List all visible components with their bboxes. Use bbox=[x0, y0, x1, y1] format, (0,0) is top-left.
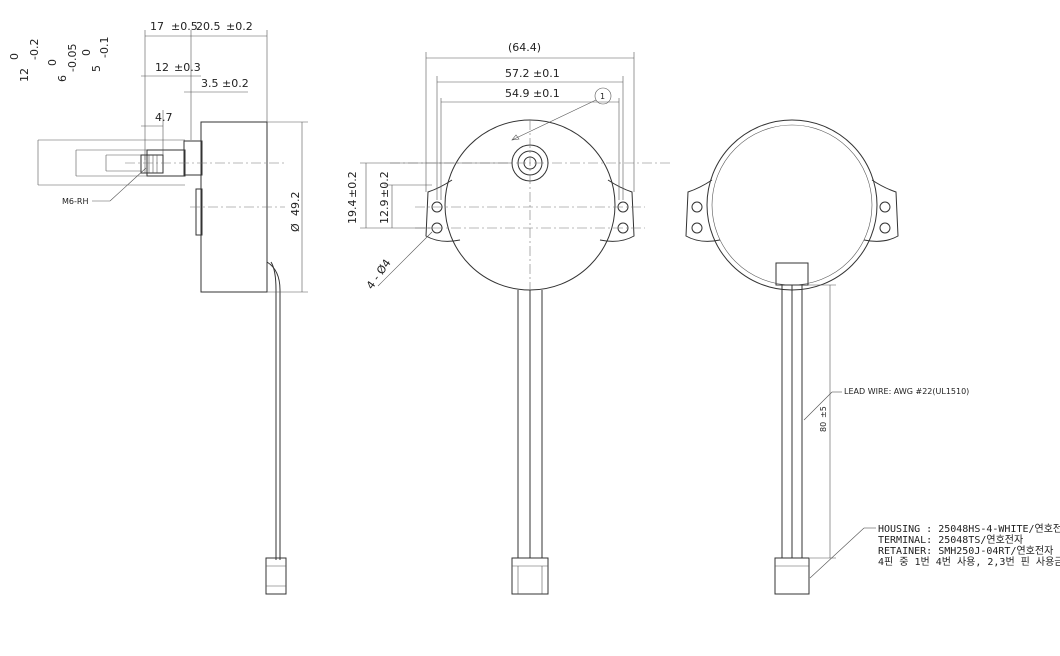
tol-20-5: ±0.2 bbox=[226, 20, 253, 33]
dim-19-4: 19.4 bbox=[346, 200, 359, 225]
balloon-1 bbox=[594, 87, 612, 105]
dim-20-5: 20.5 bbox=[196, 20, 221, 33]
tol-6-upper: 0 bbox=[46, 59, 59, 66]
tol-17: ±0.5 bbox=[171, 20, 198, 33]
tol-5-lower: -0.1 bbox=[98, 37, 111, 58]
note-pin-usage: 4핀 중 1번 4번 사용, 2,3번 핀 사용금지 bbox=[878, 556, 1060, 568]
rear-connector bbox=[774, 557, 810, 595]
front-right-ear bbox=[599, 179, 635, 242]
tol-19-4: ±0.2 bbox=[346, 171, 359, 198]
dim-6-vertical: 6 bbox=[56, 75, 69, 82]
lead-wire-label: LEAD WIRE: AWG #22(UL1510) bbox=[844, 387, 969, 396]
dim-3-5: 3.5 bbox=[201, 77, 219, 90]
tol-5-upper: 0 bbox=[80, 49, 93, 56]
front-connector bbox=[511, 557, 549, 595]
tol-12-upper: 0 bbox=[8, 53, 21, 60]
dim-5-vertical: 5 bbox=[90, 65, 103, 72]
dim-4-7: 4.7 bbox=[155, 111, 173, 124]
side-lead-wire bbox=[266, 261, 281, 560]
rear-hole bbox=[879, 201, 891, 213]
tol-3-5: ±0.2 bbox=[222, 77, 249, 90]
tol-12-9: ±0.2 bbox=[378, 171, 391, 198]
thread-label: M6-RH bbox=[62, 197, 88, 206]
diameter-value: 49.2 bbox=[289, 192, 302, 217]
dim-80: 80 bbox=[819, 422, 828, 432]
tol-54-9: ±0.1 bbox=[533, 87, 560, 100]
tol-12-lower: -0.2 bbox=[28, 39, 41, 60]
tol-80: ±5 bbox=[819, 406, 828, 418]
hole-callout: 4 - Ø4 bbox=[364, 257, 394, 292]
note-retainer: RETAINER: SMH250J-04RT/연호전자 bbox=[878, 545, 1053, 557]
overall-width: (64.4) bbox=[508, 41, 541, 54]
side-connector bbox=[265, 557, 287, 595]
front-view: (64.4) 57.2 ±0.1 54.9 ±0.1 1 19.4 ±0.2 1… bbox=[346, 41, 670, 595]
side-hub bbox=[183, 140, 203, 176]
rear-hole bbox=[691, 222, 703, 234]
tol-12-horizontal: ±0.3 bbox=[174, 61, 201, 74]
note-terminal: TERMINAL: 25048TS/연호전자 bbox=[878, 534, 1023, 546]
dim-17: 17 bbox=[150, 20, 164, 33]
balloon-label: 1 bbox=[600, 92, 605, 101]
rear-hole bbox=[691, 201, 703, 213]
side-view: 17 ±0.5 20.5 ±0.2 12 ±0.3 3.5 ±0.2 4.7 1… bbox=[8, 20, 308, 595]
side-shaft-thread bbox=[140, 154, 164, 174]
dim-12-9: 12.9 bbox=[378, 200, 391, 225]
rear-view: 80 ±5 LEAD WIRE: AWG #22(UL1510) HOUSING… bbox=[685, 119, 1060, 595]
tol-6-lower: -0.05 bbox=[66, 44, 79, 72]
rear-hole bbox=[879, 222, 891, 234]
dim-57-2: 57.2 bbox=[505, 67, 530, 80]
dim-12-horizontal: 12 bbox=[155, 61, 169, 74]
note-housing: HOUSING : 25048HS-4-WHITE/연호전자 bbox=[878, 523, 1060, 535]
front-left-ear bbox=[425, 179, 461, 242]
connector-notes: HOUSING : 25048HS-4-WHITE/연호전자 TERMINAL:… bbox=[878, 523, 1060, 568]
rear-motor-body bbox=[706, 119, 878, 291]
dim-54-9: 54.9 bbox=[505, 87, 530, 100]
tol-57-2: ±0.1 bbox=[533, 67, 560, 80]
diameter-symbol: Ø bbox=[289, 223, 302, 232]
rear-left-ear bbox=[685, 179, 721, 242]
rear-wire-exit bbox=[775, 262, 809, 286]
dim-12-vertical: 12 bbox=[18, 68, 31, 82]
side-mount-tab bbox=[195, 188, 203, 236]
rear-right-ear bbox=[863, 179, 899, 242]
